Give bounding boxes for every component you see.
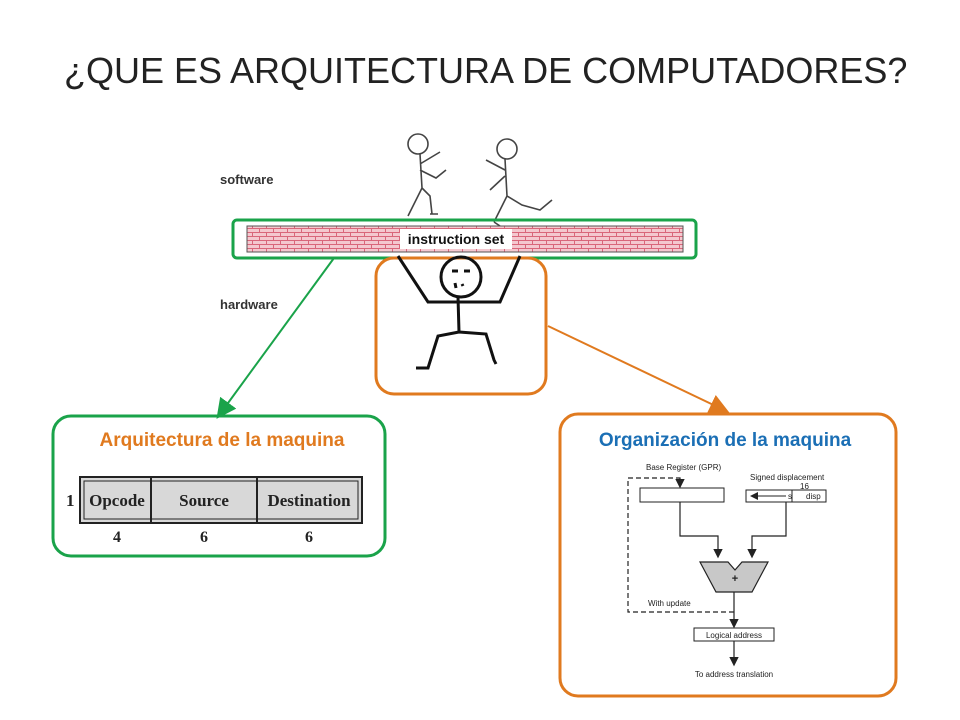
- instruction-format: Opcode Source Destination 4 6 6: [79, 476, 363, 546]
- bits-source: 6: [200, 529, 208, 546]
- signed-displacement-label: Signed displacement: [750, 473, 825, 482]
- instruction-set-label-bg: [400, 229, 512, 249]
- field-destination: Destination: [267, 491, 351, 510]
- software-label: software: [220, 172, 274, 187]
- instruction-set-label: instruction set: [408, 231, 505, 247]
- logical-address-label: Logical address: [706, 631, 762, 640]
- field-opcode: Opcode: [89, 491, 145, 510]
- base-register-label: Base Register (GPR): [646, 463, 721, 472]
- architecture-title: Arquitectura de la maquina: [100, 430, 345, 451]
- format-row-number: 1: [66, 491, 75, 510]
- arrow-to-architecture: [216, 257, 335, 419]
- adder-symbol: +: [732, 573, 738, 585]
- update-feedback-path: [627, 477, 734, 613]
- hardware-stick-figure: [396, 255, 522, 370]
- arrow-to-organization: [547, 325, 730, 413]
- address-calculation-diagram: Base Register (GPR) Signed displacement …: [627, 463, 827, 679]
- with-update-label: With update: [648, 599, 691, 608]
- software-stick-figures: [407, 133, 553, 227]
- page-title: ¿QUE ES ARQUITECTURA DE COMPUTADORES?: [64, 50, 908, 91]
- base-register-box: [639, 487, 725, 503]
- hardware-label: hardware: [220, 297, 278, 312]
- disp-field-label: disp: [806, 492, 821, 501]
- bits-opcode: 4: [113, 529, 121, 546]
- to-address-translation-label: To address translation: [695, 670, 773, 679]
- disp-bits-label: 16: [800, 482, 809, 491]
- architecture-box: [51, 414, 387, 558]
- organization-box: [558, 412, 898, 698]
- hardware-figure-box: [374, 256, 548, 396]
- field-source: Source: [179, 491, 229, 510]
- organization-title: Organización de la maquina: [599, 430, 852, 451]
- bits-destination: 6: [305, 529, 313, 546]
- sign-bit-label: s: [788, 492, 792, 501]
- adder-unit: [699, 561, 769, 593]
